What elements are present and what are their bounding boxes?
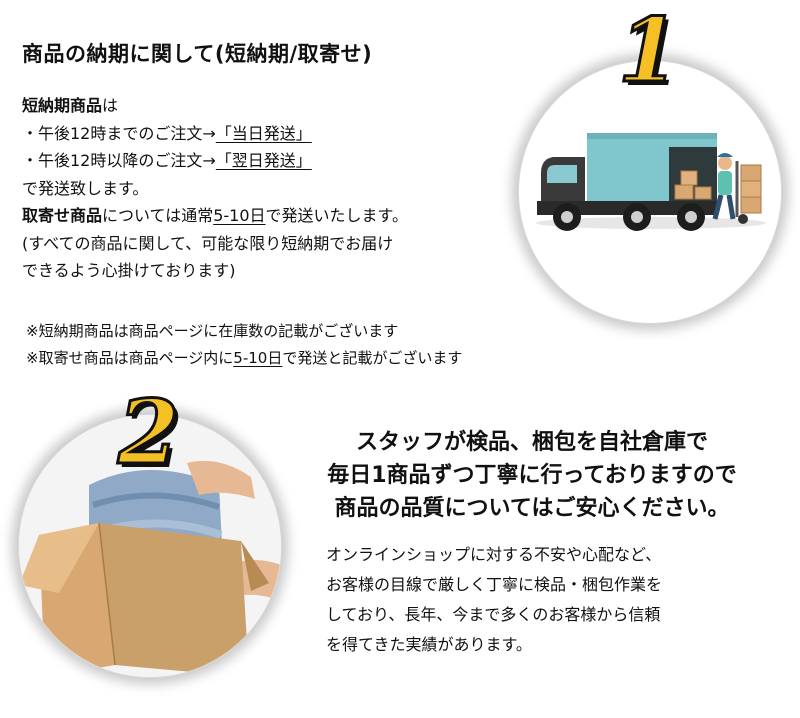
section1-title: 商品の納期に関して(短納期/取寄せ) [22,42,373,66]
delivery-truck-illustration [518,60,782,324]
section1-notes: ※短納期商品は商品ページに在庫数の記載がございます ※取寄せ商品は商品ページ内に… [26,318,462,372]
quality-body: オンラインショップに対する不安や心配など、 お客様の目線で厳しく丁寧に検品・梱包… [326,540,662,660]
order-items-tail: で発送いたします。 [265,206,408,225]
body-line-3: しており、長年、今まで多くのお客様から信頼 [326,605,661,624]
note-1: ※短納期商品は商品ページに在庫数の記載がございます [26,322,399,340]
truck-icon [536,133,766,231]
step-2-numeral: 2 [116,380,180,484]
short-delivery-label: 短納期商品 [22,96,103,115]
before-noon-text: ・午後12時までのご注文→ [22,123,216,143]
quality-headline: スタッフが検品、梱包を自社倉庫で 毎日1商品ずつ丁寧に行っておりますので 商品の… [292,426,772,525]
cardboard-box-icon [19,415,281,677]
packing-illustration [18,414,282,678]
body-line-4: を得てきた実績があります。 [326,635,532,654]
after-noon-text: ・午後12時以降のご注文→ [22,151,216,170]
paren-line-1: (すべての商品に関して、可能な限り短納期でお届け [22,233,394,253]
short-delivery-line: 短納期商品は [22,92,542,120]
after-noon-line: ・午後12時以降のご注文→「翌日発送」 [22,147,542,175]
note-2: ※取寄せ商品は商品ページ内に5-10日で発送と記載がございます [26,345,462,372]
ship-line: で発送致します。 [22,178,149,198]
note-2-days: 5-10日 [233,349,283,367]
note-2-tail: で発送と記載がございます [282,349,463,367]
order-items-label: 取寄せ商品 [22,206,103,225]
next-day-shipping: 「翌日発送」 [215,151,312,170]
step-1-numeral: 1 [616,0,680,102]
headline-line-2: 毎日1商品ずつ丁寧に行っておりますので [327,463,737,488]
same-day-shipping: 「当日発送」 [215,123,312,143]
paren-line-2: できるよう心掛けております) [22,261,236,280]
headline-line-3: 商品の品質についてはご安心ください。 [334,496,730,521]
body-line-1: オンラインショップに対する不安や心配など、 [326,545,662,564]
before-noon-line: ・午後12時までのご注文→「当日発送」 [22,120,542,148]
short-delivery-suffix: は [102,96,119,115]
note-2-prefix: ※取寄せ商品は商品ページ内に [26,349,234,367]
body-line-2: お客様の目線で厳しく丁寧に検品・梱包作業を [326,575,663,594]
order-items-mid: については通常 [102,206,214,225]
section1-body: 短納期商品は ・午後12時までのご注文→「当日発送」 ・午後12時以降のご注文→… [22,92,542,285]
headline-line-1: スタッフが検品、梱包を自社倉庫で [355,430,708,455]
order-items-line: 取寄せ商品については通常5-10日で発送いたします。 [22,202,542,230]
order-days: 5-10日 [213,206,266,225]
